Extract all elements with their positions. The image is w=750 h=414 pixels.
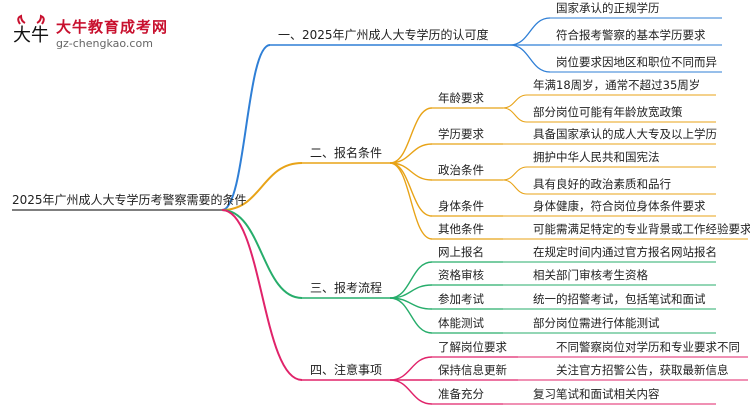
branch-2-item-4-leaf-1: 身体健康，符合岗位身体条件要求 — [533, 199, 706, 213]
connector-line — [502, 107, 528, 123]
branch-2-item-3: 政治条件 — [438, 163, 484, 177]
branch-4-item-3-leaf-1: 复习笔试和面试相关内容 — [533, 387, 660, 401]
branch-3-item-2: 资格审核 — [438, 268, 484, 282]
site-logo: 大牛 大牛教育成考网 gz-chengkao.com — [12, 14, 182, 54]
branch-3-item-3: 参加考试 — [438, 292, 484, 306]
connector-line — [502, 166, 528, 181]
bull-logo-icon: 大牛 — [13, 14, 49, 46]
connector-line — [389, 143, 433, 164]
branch-2-item-2-leaf-1: 具备国家承认的成人大专及以上学历 — [533, 127, 717, 141]
branch-2-item-5: 其他条件 — [438, 222, 484, 236]
branch-1-leaf-3: 岗位要求因地区和职位不同而异 — [556, 55, 717, 69]
branch-4-label: 四、注意事项 — [310, 363, 383, 377]
branch-3-item-4-leaf-1: 部分岗位需进行体能测试 — [533, 316, 660, 330]
branch-3-label: 三、报考流程 — [310, 281, 383, 295]
logo-title: 大牛教育成考网 — [56, 18, 169, 36]
svg-text:大牛: 大牛 — [13, 25, 49, 46]
connector-line — [221, 209, 303, 299]
branch-2-item-1: 年龄要求 — [438, 91, 484, 105]
branch-3-item-2-leaf-1: 相关部门审核考生资格 — [533, 268, 648, 282]
branch-3-item-1: 网上报名 — [438, 245, 484, 259]
branch-1-leaf-2: 符合报考警察的基本学历要求 — [556, 28, 706, 42]
root-node: 2025年广州成人大专学历考警察需要的条件 — [12, 193, 247, 207]
branch-2-item-2: 学历要求 — [438, 127, 484, 141]
logo-url: gz-chengkao.com — [56, 37, 153, 50]
connector-line — [389, 379, 433, 405]
branch-4-item-2: 保持信息更新 — [438, 363, 507, 377]
connector-line — [502, 94, 528, 109]
branch-3-item-3-leaf-1: 统一的招警考试，包括笔试和面试 — [533, 292, 706, 306]
branch-2-label: 二、报名条件 — [310, 146, 383, 160]
branch-4-item-3: 准备充分 — [438, 387, 484, 401]
connector-line — [502, 179, 528, 195]
branch-1-label: 一、2025年广州成人大专学历的认可度 — [278, 28, 489, 42]
connector-line — [389, 162, 433, 240]
connector-line — [221, 209, 303, 381]
connector-line — [221, 44, 271, 211]
branch-1-leaf-1: 国家承认的正规学历 — [556, 1, 660, 15]
connector-line — [389, 297, 433, 334]
branch-4-item-1: 了解岗位要求 — [438, 340, 507, 354]
branch-2-item-1-leaf-2: 部分岗位可能有年龄放宽政策 — [533, 105, 683, 119]
connector-line — [509, 17, 551, 46]
branch-2-item-5-leaf-1: 可能需满足特定的专业背景或工作经验要求 — [533, 222, 750, 236]
branch-4-item-1-leaf-1: 不同警察岗位对学历和专业要求不同 — [556, 340, 740, 354]
branch-3-item-4: 体能测试 — [438, 316, 484, 330]
connector-line — [389, 261, 433, 299]
branch-2-item-1-leaf-1: 年满18周岁，通常不超过35周岁 — [533, 78, 701, 92]
branch-2-item-3-leaf-1: 拥护中华人民共和国宪法 — [533, 150, 660, 164]
connector-line — [221, 162, 303, 211]
connector-line — [509, 44, 551, 73]
branch-2-item-3-leaf-2: 具有良好的政治素质和品行 — [533, 177, 671, 191]
branch-2-item-4: 身体条件 — [438, 199, 484, 213]
connector-line — [389, 356, 433, 381]
connector-line — [389, 107, 433, 164]
branch-4-item-2-leaf-1: 关注官方招警公告，获取最新信息 — [556, 363, 729, 377]
branch-3-item-1-leaf-1: 在规定时间内通过官方报名网站报名 — [533, 245, 717, 259]
